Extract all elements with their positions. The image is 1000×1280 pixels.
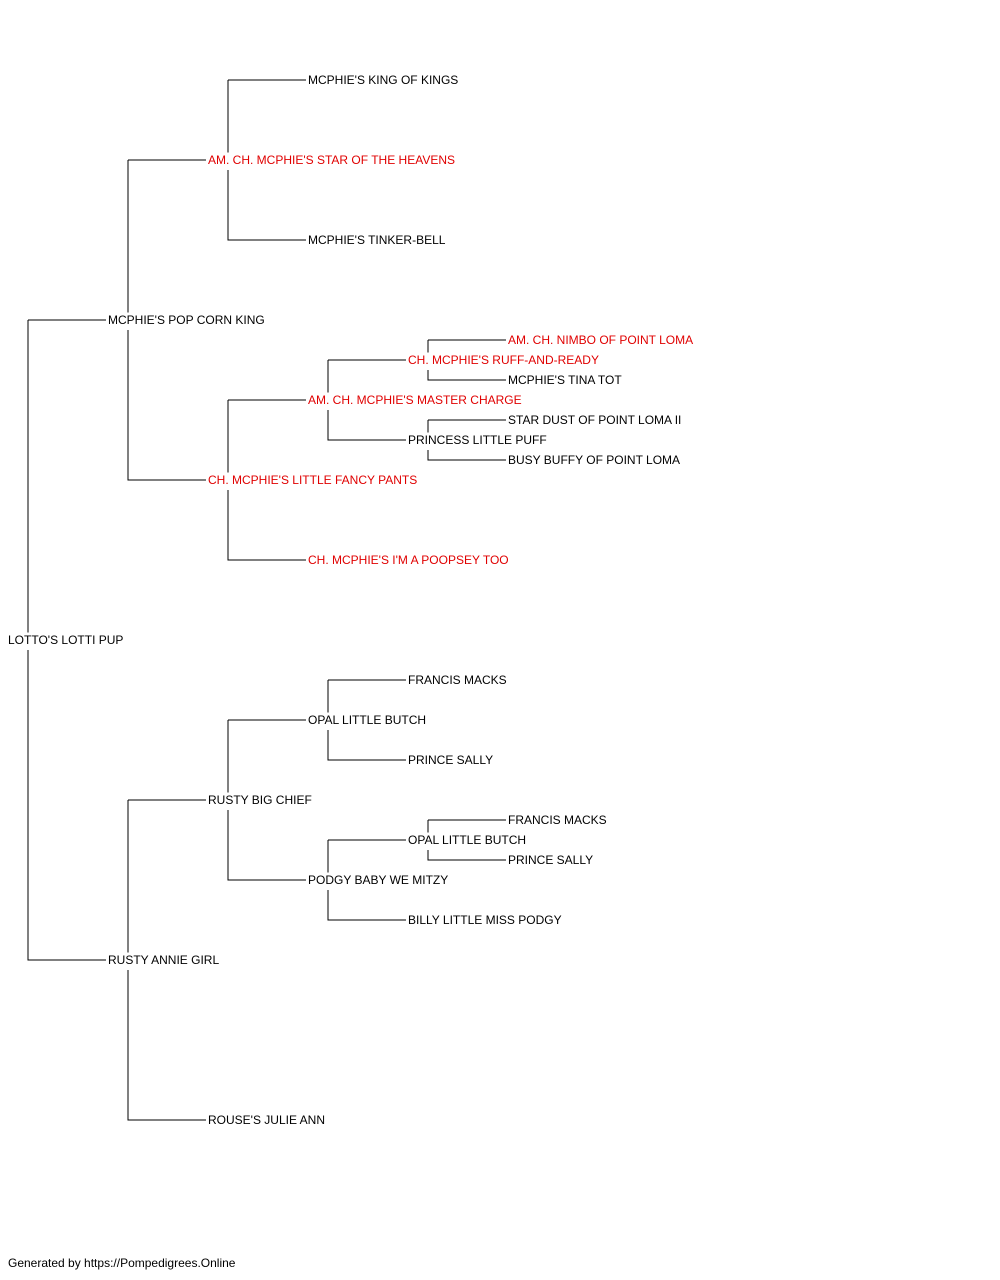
connector-line (428, 859, 506, 861)
dog-name: PRINCE SALLY (508, 853, 593, 867)
connector-line (128, 159, 206, 161)
dog-name: PRINCESS LITTLE PUFF (408, 433, 547, 447)
dog-name: OPAL LITTLE BUTCH (408, 833, 526, 847)
connector-line (228, 239, 306, 241)
footer-credit: Generated by https://Pompedigrees.Online (8, 1256, 236, 1270)
dog-name: STAR DUST OF POINT LOMA II (508, 413, 681, 427)
connector-line (428, 419, 506, 421)
dog-name: MCPHIE'S TINKER-BELL (308, 233, 446, 247)
connector-line (427, 450, 429, 461)
connector-line (127, 330, 129, 481)
connector-line (327, 410, 329, 441)
connector-line (128, 479, 206, 481)
connector-line (227, 720, 229, 793)
connector-line (228, 79, 306, 81)
connector-line (227, 400, 229, 473)
dog-name: MCPHIE'S POP CORN KING (108, 313, 265, 327)
connector-line (227, 810, 229, 881)
connector-line (128, 799, 206, 801)
dog-name: BILLY LITTLE MISS PODGY (408, 913, 562, 927)
connector-line (128, 1119, 206, 1121)
connector-line (328, 679, 406, 681)
connector-line (228, 399, 306, 401)
dog-name: AM. CH. MCPHIE'S STAR OF THE HEAVENS (208, 153, 455, 167)
connector-line (428, 459, 506, 461)
dog-name: RUSTY BIG CHIEF (208, 793, 312, 807)
connector-line (428, 819, 506, 821)
dog-name: FRANCIS MACKS (508, 813, 607, 827)
dog-name: PRINCE SALLY (408, 753, 493, 767)
connector-line (327, 890, 329, 921)
dog-name: MCPHIE'S KING OF KINGS (308, 73, 458, 87)
connector-line (127, 800, 129, 953)
connector-line (328, 759, 406, 761)
connector-line (228, 719, 306, 721)
connector-line (228, 559, 306, 561)
connector-line (228, 879, 306, 881)
connector-line (327, 840, 329, 873)
connector-line (227, 170, 229, 241)
connector-line (327, 360, 329, 393)
connector-line (427, 340, 429, 353)
connector-line (127, 970, 129, 1121)
connector-line (428, 339, 506, 341)
connector-line (328, 359, 406, 361)
dog-name: AM. CH. NIMBO OF POINT LOMA (508, 333, 693, 347)
dog-name: AM. CH. MCPHIE'S MASTER CHARGE (308, 393, 522, 407)
connector-line (328, 919, 406, 921)
dog-name: BUSY BUFFY OF POINT LOMA (508, 453, 680, 467)
connector-line (327, 680, 329, 713)
dog-name: FRANCIS MACKS (408, 673, 507, 687)
connector-line (427, 370, 429, 381)
connector-line (227, 80, 229, 153)
connector-line (27, 320, 29, 633)
dog-name: CH. MCPHIE'S I'M A POOPSEY TOO (308, 553, 509, 567)
dog-name: RUSTY ANNIE GIRL (108, 953, 219, 967)
dog-name: PODGY BABY WE MITZY (308, 873, 448, 887)
connector-line (127, 160, 129, 313)
dog-name: MCPHIE'S TINA TOT (508, 373, 622, 387)
connector-line (427, 850, 429, 861)
connector-line (427, 820, 429, 833)
dog-name: CH. MCPHIE'S RUFF-AND-READY (408, 353, 599, 367)
connector-line (227, 490, 229, 561)
dog-name: OPAL LITTLE BUTCH (308, 713, 426, 727)
connector-line (27, 650, 29, 961)
dog-name: CH. MCPHIE'S LITTLE FANCY PANTS (208, 473, 417, 487)
dog-name: LOTTO'S LOTTI PUP (8, 633, 123, 647)
dog-name: ROUSE'S JULIE ANN (208, 1113, 325, 1127)
connector-line (28, 959, 106, 961)
connector-line (328, 439, 406, 441)
connector-line (427, 420, 429, 433)
connector-line (428, 379, 506, 381)
connector-line (28, 319, 106, 321)
connector-line (327, 730, 329, 761)
connector-line (328, 839, 406, 841)
